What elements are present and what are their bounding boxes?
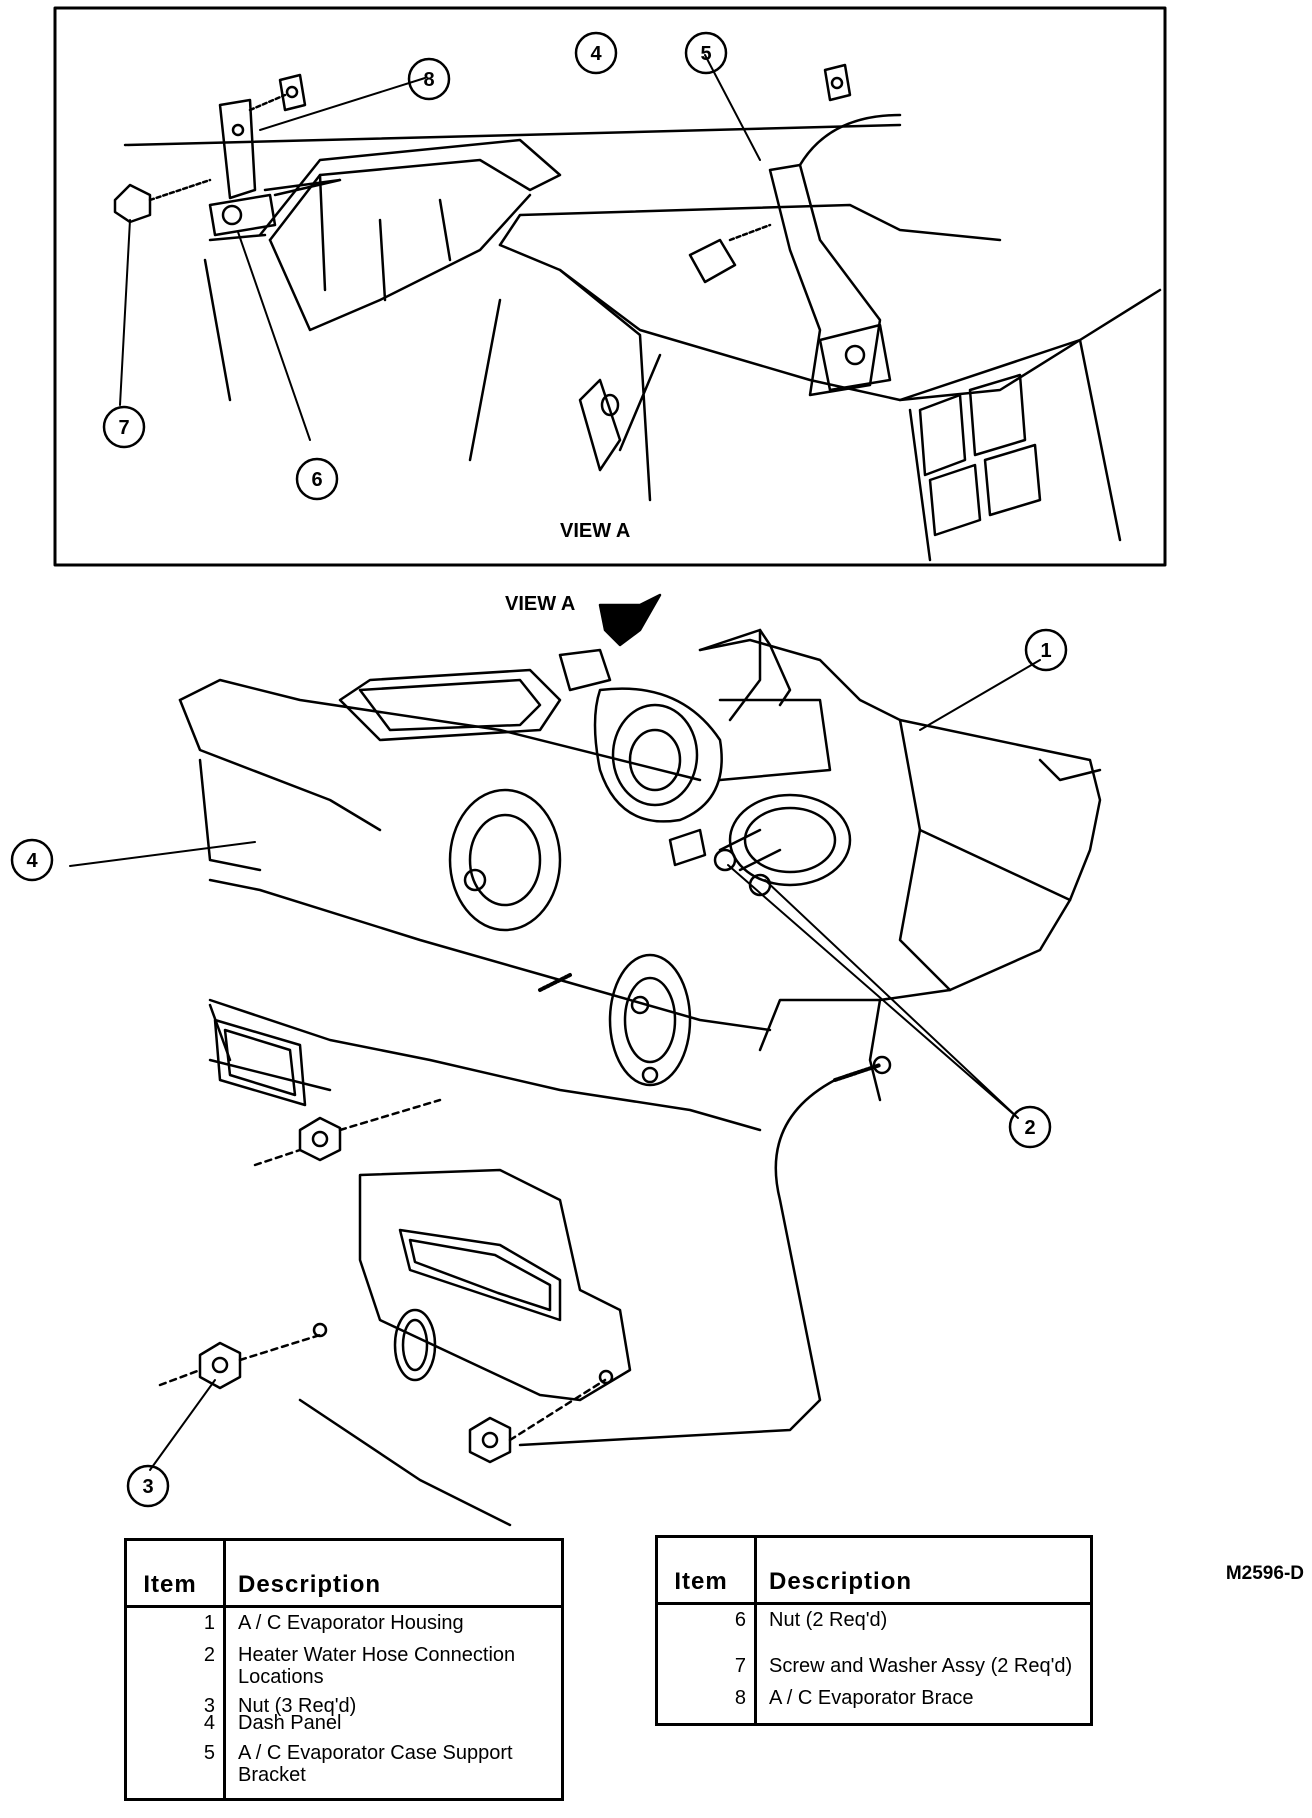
- legend-left-header-item: Item: [125, 1539, 225, 1608]
- callout-1-number: 1: [1040, 640, 1051, 662]
- view-a-drawing: [113, 63, 1162, 562]
- legend-table-left: Item Description 1 A / C Evaporator Hous…: [124, 1538, 564, 1801]
- callout-6-number: 6: [311, 469, 322, 491]
- legend-item-description: A / C Evaporator Brace: [754, 1683, 1092, 1725]
- callout-8-number: 8: [423, 69, 434, 91]
- view-a-pointer-label: VIEW A: [505, 593, 575, 615]
- callout-8: [407, 57, 451, 101]
- table-row: 1 A / C Evaporator Housing: [126, 1606, 563, 1640]
- drawing-code: M2596-D: [1225, 1563, 1304, 1584]
- legend-item-number: 3 4: [203, 1695, 215, 1734]
- table-row: 7 Screw and Washer Assy (2 Req'd): [657, 1651, 1092, 1683]
- main-assembly-drawing: [158, 593, 1102, 1527]
- legend-item-number: 6: [734, 1609, 746, 1631]
- callout-2: [1008, 1105, 1052, 1149]
- legend-item-number: 1: [203, 1612, 215, 1634]
- callout-5: [684, 31, 728, 75]
- callout-4-view-a: [574, 31, 618, 75]
- legend-right-header-description: Description: [754, 1536, 1092, 1605]
- callout-4-view-a-number: 4: [590, 43, 602, 65]
- callout-5-number: 5: [700, 43, 711, 65]
- legend-item-description: Nut (2 Req'd): [754, 1603, 1092, 1651]
- callout-3-number: 3: [142, 1476, 153, 1498]
- view-a-title: VIEW A: [560, 520, 630, 542]
- legend-item-description: A / C Evaporator Housing: [223, 1606, 563, 1640]
- callout-4-main: [10, 838, 54, 882]
- view-a-frame: [53, 6, 1167, 567]
- legend-item-description: Heater Water Hose Connection Locations: [223, 1640, 563, 1694]
- legend-item-number: 5: [203, 1742, 215, 1764]
- legend-item-description: Screw and Washer Assy (2 Req'd): [754, 1651, 1092, 1683]
- table-row: 3 4 Nut (3 Req'd) Dash Panel: [126, 1694, 563, 1738]
- legend-item-description: A / C Evaporator Case Support Bracket: [223, 1738, 563, 1800]
- table-row: 5 A / C Evaporator Case Support Bracket: [126, 1738, 563, 1800]
- legend-left-header-description: Description: [223, 1539, 563, 1608]
- callout-1: [1024, 628, 1068, 672]
- callout-3: [126, 1464, 170, 1508]
- callout-7: [102, 405, 146, 449]
- legend-item-description: Nut (3 Req'd) Dash Panel: [223, 1694, 563, 1738]
- legend-right-header-item: Item: [656, 1536, 756, 1605]
- table-row: 2 Heater Water Hose Connection Locations: [126, 1640, 563, 1694]
- table-row: 6 Nut (2 Req'd): [657, 1603, 1092, 1651]
- legend-item-number: 2: [203, 1644, 215, 1666]
- legend-table-right: Item Description 6 Nut (2 Req'd) 7 Screw…: [655, 1535, 1093, 1726]
- callout-4-main-number: 4: [26, 850, 38, 872]
- callout-6: [295, 457, 339, 501]
- callout-2-number: 2: [1024, 1117, 1035, 1139]
- table-row: 8 A / C Evaporator Brace: [657, 1683, 1092, 1725]
- callout-7-number: 7: [118, 417, 129, 439]
- legend-item-number: 8: [734, 1687, 746, 1709]
- legend-item-number: 7: [734, 1655, 746, 1677]
